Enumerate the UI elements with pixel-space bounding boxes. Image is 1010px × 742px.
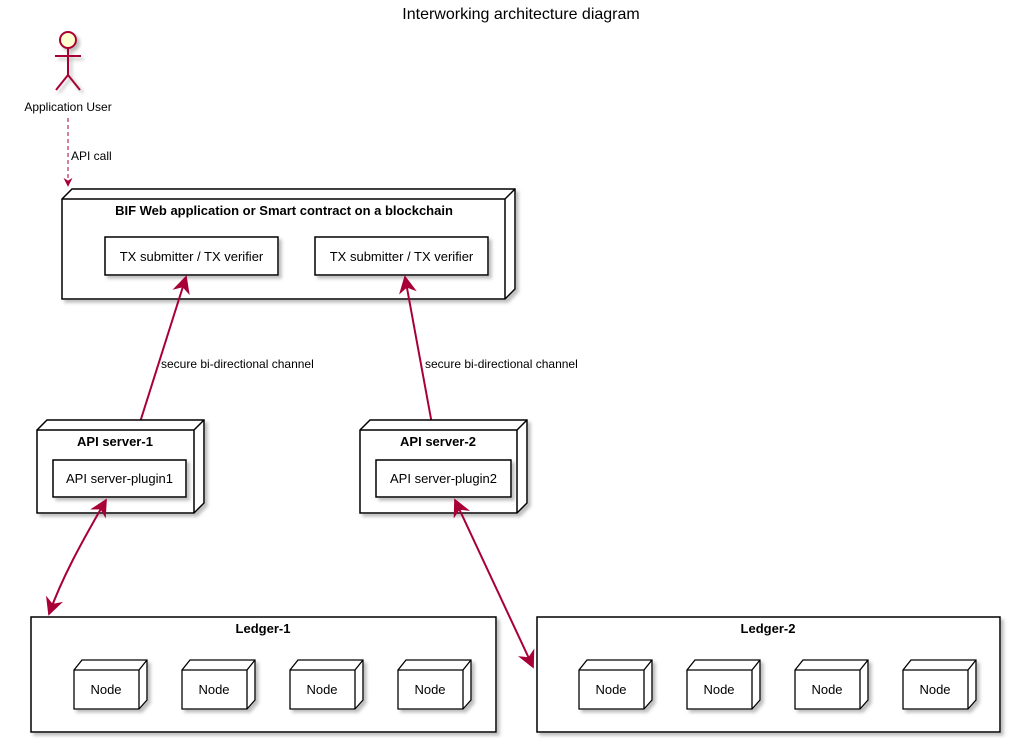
ledger-1-node-1: Node [73, 659, 148, 710]
tx-submitter-verifier-2: TX submitter / TX verifier [314, 236, 489, 276]
ledger-2-node-4: Node [902, 659, 977, 710]
ledger-1-node-4: Node [397, 659, 472, 710]
api-server-plugin2: API server-plugin2 [375, 459, 512, 498]
secure-channel-left-label: secure bi-directional channel [161, 357, 314, 371]
ledger-2-node-1-label: Node [595, 682, 626, 697]
api-server-1-title: API server-1 [77, 434, 153, 449]
actor-application-user [55, 31, 81, 91]
actor-label: Application User [24, 100, 111, 114]
ledger-1-node-2-label: Node [198, 682, 229, 697]
ledger-1-title: Ledger-1 [236, 621, 291, 636]
ledger-2-node-2: Node [686, 659, 761, 710]
diagram-title: Interworking architecture diagram [402, 6, 639, 23]
api-call-label: API call [71, 149, 112, 163]
ledger-2-title: Ledger-2 [741, 621, 796, 636]
actor-head [59, 31, 77, 49]
api-server-plugin1: API server-plugin1 [52, 459, 187, 498]
api-server-plugin1-label: API server-plugin1 [66, 471, 173, 486]
ledger-2-node-4-label: Node [919, 682, 950, 697]
ledger-1-node-3: Node [289, 659, 364, 710]
ledger-2-node-2-label: Node [703, 682, 734, 697]
ledger-1-node-4-label: Node [414, 682, 445, 697]
web-app-title: BIF Web application or Smart contract on… [115, 203, 453, 218]
api-server-plugin2-label: API server-plugin2 [390, 471, 497, 486]
ledger-1-node-1-label: Node [90, 682, 121, 697]
tx-submitter-verifier-2-label: TX submitter / TX verifier [330, 249, 474, 264]
ledger-1-node-2: Node [181, 659, 256, 710]
tx-submitter-verifier-1-label: TX submitter / TX verifier [120, 249, 264, 264]
ledger-1-node-3-label: Node [306, 682, 337, 697]
ledger-1-connection-arrow [46, 498, 107, 616]
ledger-2-node-3: Node [794, 659, 869, 710]
ledger-2-node-1: Node [578, 659, 653, 710]
secure-channel-right-label: secure bi-directional channel [425, 357, 578, 371]
ledger-2-node-3-label: Node [811, 682, 842, 697]
tx-submitter-verifier-1: TX submitter / TX verifier [104, 236, 279, 276]
api-server-2-title: API server-2 [400, 434, 476, 449]
ledger-2-connection-arrow [453, 498, 535, 669]
